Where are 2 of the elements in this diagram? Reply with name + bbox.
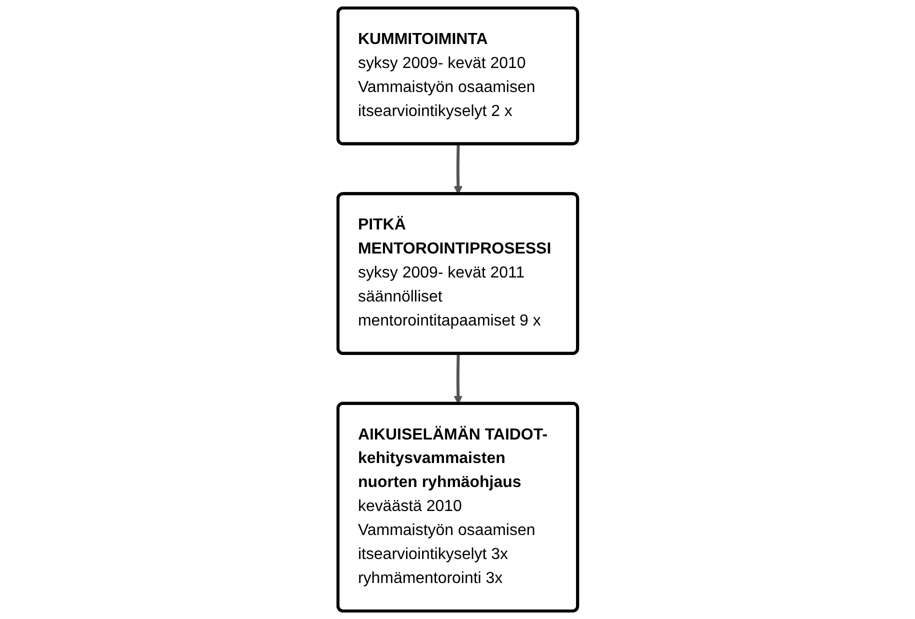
arrow [453,354,462,404]
arrow [453,144,462,195]
